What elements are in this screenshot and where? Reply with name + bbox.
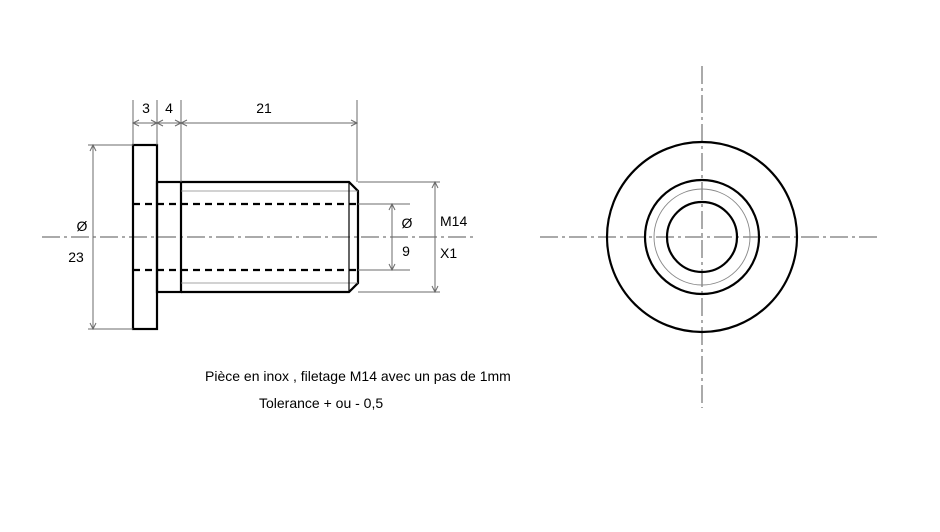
diameter-symbol-bore: Ø — [402, 215, 413, 231]
thread-body-outline — [181, 180, 360, 294]
diameter-symbol-flange: Ø — [77, 218, 88, 234]
dim-line-m14 — [431, 180, 439, 294]
dim-label-flange-diameter: 23 — [68, 249, 84, 265]
shoulder-outline — [155, 180, 183, 294]
dim-label-thread-size: M14 — [440, 213, 467, 229]
shoulder-circle — [643, 178, 761, 296]
dim-line-21 — [179, 119, 359, 127]
dim-line-9 — [388, 202, 396, 272]
dim-label-thread-pitch: X1 — [440, 245, 457, 261]
front-view — [540, 66, 880, 408]
dim-label-bore-diameter: 9 — [402, 243, 410, 259]
note-material-thread: Pièce en inox , filetage M14 avec un pas… — [205, 368, 511, 384]
flange-circle — [605, 140, 799, 334]
side-view: 3 4 21 Ø 23 Ø 9 M14 X1 — [42, 100, 475, 331]
dim-label-thread-length: 21 — [256, 100, 272, 116]
bore-circle — [665, 200, 739, 274]
dim-line-3 — [131, 119, 159, 127]
dim-label-shoulder-length: 4 — [165, 100, 173, 116]
dim-line-4 — [155, 119, 183, 127]
thread-root-circle — [653, 188, 751, 286]
note-tolerance: Tolerance + ou - 0,5 — [259, 395, 383, 411]
dim-label-flange-thickness: 3 — [142, 100, 150, 116]
dim-line-23 — [89, 143, 97, 331]
